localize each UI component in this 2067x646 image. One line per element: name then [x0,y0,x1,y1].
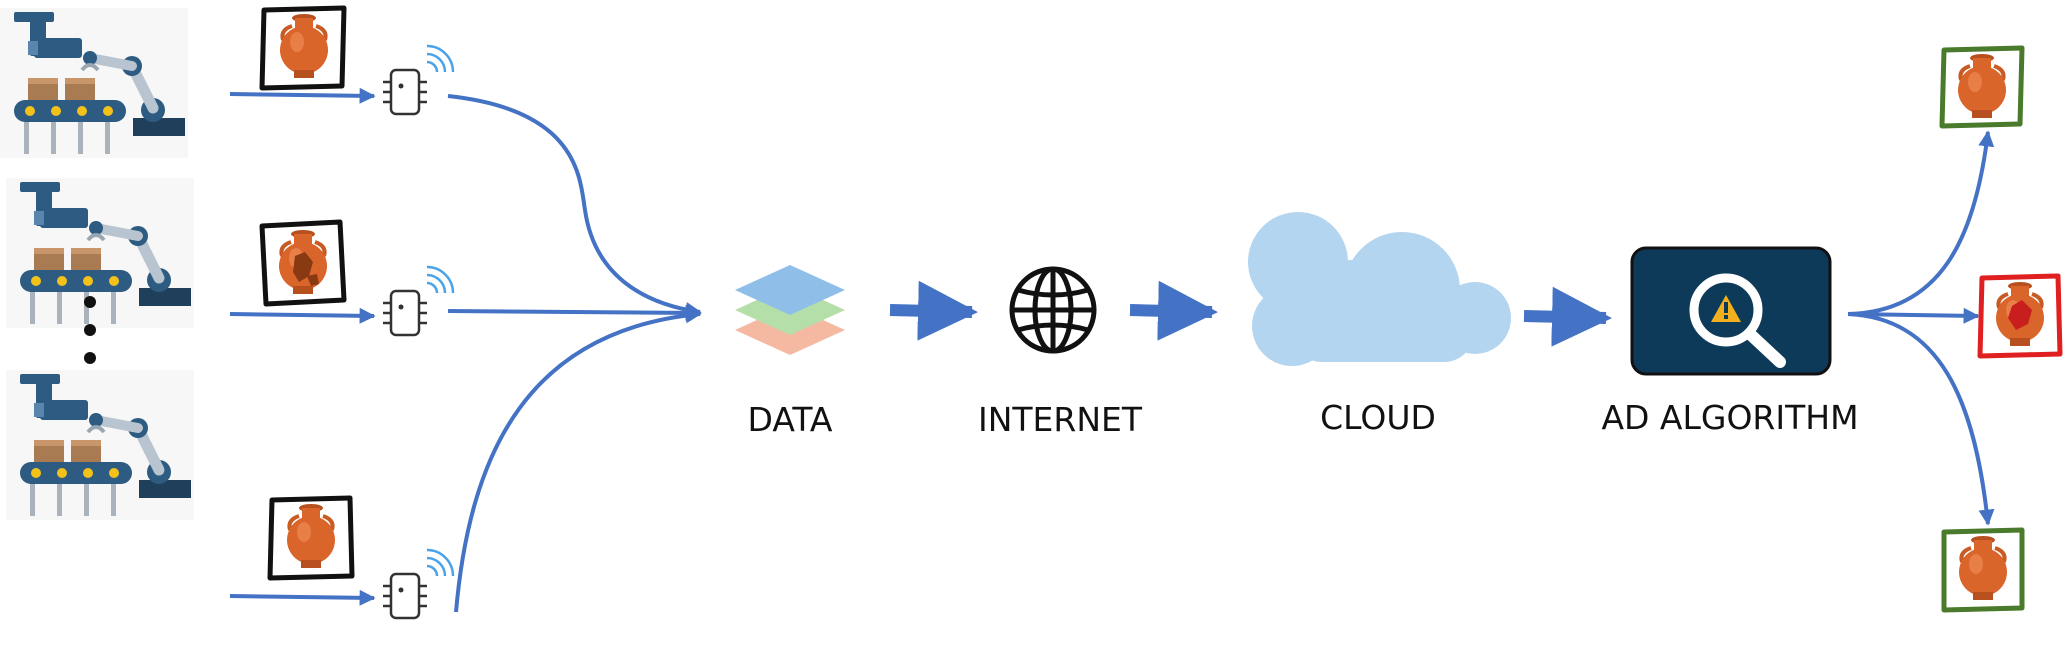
sample-frame-1 [259,5,347,91]
sample-frame-3 [267,495,355,581]
arrow-line3-to-sensor [229,589,376,606]
flow-ad-to-output-3 [1847,312,1995,526]
stage-label-data: DATA [747,400,833,439]
arrow-cloud-to-ad [1523,286,1612,347]
arrow-internet-to-cloud [1129,280,1218,341]
more-lines-ellipsis-icon [84,296,96,364]
iot-sensor-icon [381,548,455,620]
iot-sensor-icon [381,265,455,337]
arrow-data-to-internet [889,280,978,341]
flow-sensor3-to-data [454,307,702,613]
stage-label-internet: INTERNET [977,400,1143,439]
iot-sensor-icon [381,44,455,116]
globe-icon [1009,266,1097,354]
data-layers-icon [735,265,845,355]
output-anomaly-frame [1977,273,2063,359]
sample-frame-2 [259,219,347,307]
output-normal-frame [1939,45,2025,129]
ad-algorithm-box [1630,246,1832,376]
production-line-2 [6,178,194,328]
cloud-icon [1248,212,1511,366]
production-line-3 [6,370,194,520]
arrow-line2-to-sensor [229,307,376,324]
production-line-1 [0,8,188,158]
magnifier-warning-icon [1689,273,1786,368]
flow-ad-to-output-1 [1847,130,1995,316]
flow-sensor1-to-data [447,94,702,318]
damaged-vase-icon [1994,280,2046,348]
stage-label-cloud: CLOUD [1320,398,1436,437]
stage-label-ad-algorithm: AD ALGORITHM [1601,398,1859,437]
output-normal-frame [1941,527,2025,613]
arrow-line1-to-sensor [229,87,376,104]
flow-sensor2-to-data [447,304,702,321]
flow-ad-to-output-2 [1847,307,1980,324]
